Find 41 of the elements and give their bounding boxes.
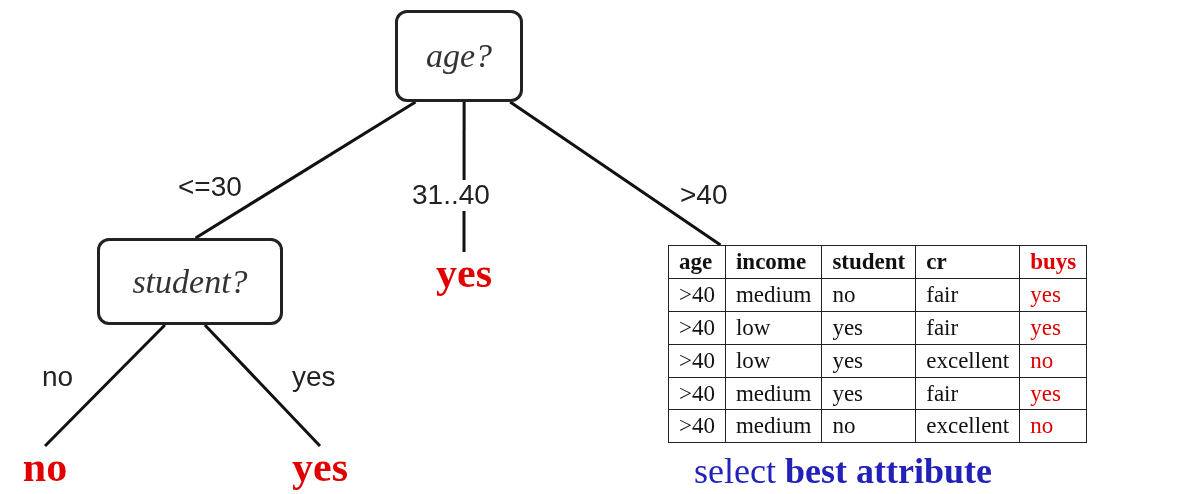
table-cell: medium bbox=[725, 377, 822, 410]
leaf-label: yes bbox=[428, 252, 500, 296]
table-cell: excellent bbox=[915, 344, 1020, 378]
table-cell: medium bbox=[725, 409, 822, 443]
table-cell: no bbox=[1019, 409, 1087, 443]
table-cell: >40 bbox=[668, 344, 726, 378]
table-cell: yes bbox=[821, 344, 916, 378]
connector-line bbox=[194, 100, 417, 240]
column-header: income bbox=[725, 245, 822, 279]
table-cell: >40 bbox=[668, 311, 726, 345]
table-cell: >40 bbox=[668, 278, 726, 312]
column-header: age bbox=[668, 245, 726, 279]
table-cell: yes bbox=[1019, 311, 1087, 345]
table-cell: excellent bbox=[915, 409, 1020, 443]
table-cell: fair bbox=[915, 278, 1020, 312]
table-cell: yes bbox=[1019, 377, 1087, 410]
column-header: cr bbox=[915, 245, 1020, 279]
leaf-label: yes bbox=[284, 446, 356, 490]
column-header: student bbox=[821, 245, 916, 279]
table-cell: no bbox=[1019, 344, 1087, 378]
table-cell: yes bbox=[821, 311, 916, 345]
table-cell: low bbox=[725, 344, 822, 378]
table-cell: medium bbox=[725, 278, 822, 312]
leaf-label: no bbox=[14, 446, 76, 490]
connector-line bbox=[509, 100, 722, 247]
table-cell: fair bbox=[915, 311, 1020, 345]
table-cell: yes bbox=[821, 377, 916, 410]
table-cell: no bbox=[821, 278, 916, 312]
edge-label: 31..40 bbox=[410, 180, 492, 211]
table-cell: yes bbox=[1019, 278, 1087, 312]
table-cell: >40 bbox=[668, 377, 726, 410]
connector-line bbox=[203, 323, 322, 448]
decision-box: age? bbox=[395, 10, 523, 102]
decision-box: student? bbox=[97, 238, 283, 325]
table-cell: no bbox=[821, 409, 916, 443]
connector-line bbox=[43, 323, 166, 448]
column-header: buys bbox=[1019, 245, 1087, 279]
table-cell: fair bbox=[915, 377, 1020, 410]
note-text: select best attribute bbox=[694, 450, 992, 492]
table-cell: >40 bbox=[668, 409, 726, 443]
table-cell: low bbox=[725, 311, 822, 345]
